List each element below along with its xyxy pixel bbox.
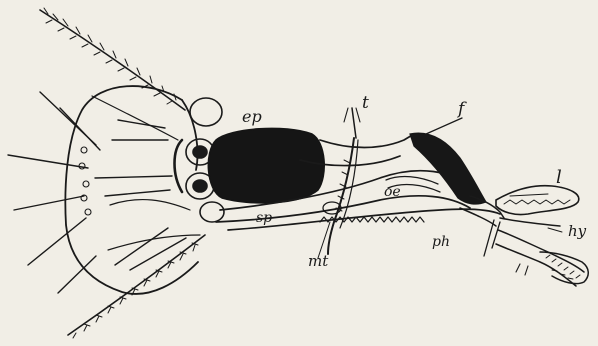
label-ph: ph <box>432 234 450 250</box>
label-l: l <box>556 167 562 188</box>
label-ep: ep <box>242 107 262 126</box>
label-f: f <box>456 99 467 119</box>
setal-sockets <box>79 147 91 215</box>
label-oe: oe <box>384 184 401 200</box>
labrum <box>496 186 579 215</box>
left-antenna-upper <box>40 8 185 110</box>
frontal-plate <box>410 118 486 204</box>
tentorium <box>328 108 360 254</box>
label-hy: hy <box>568 222 587 240</box>
bristles <box>8 92 186 293</box>
pharynx <box>460 196 504 256</box>
label-t: t <box>362 93 369 113</box>
epicranium <box>208 128 324 203</box>
label-sp: sp <box>256 210 272 226</box>
